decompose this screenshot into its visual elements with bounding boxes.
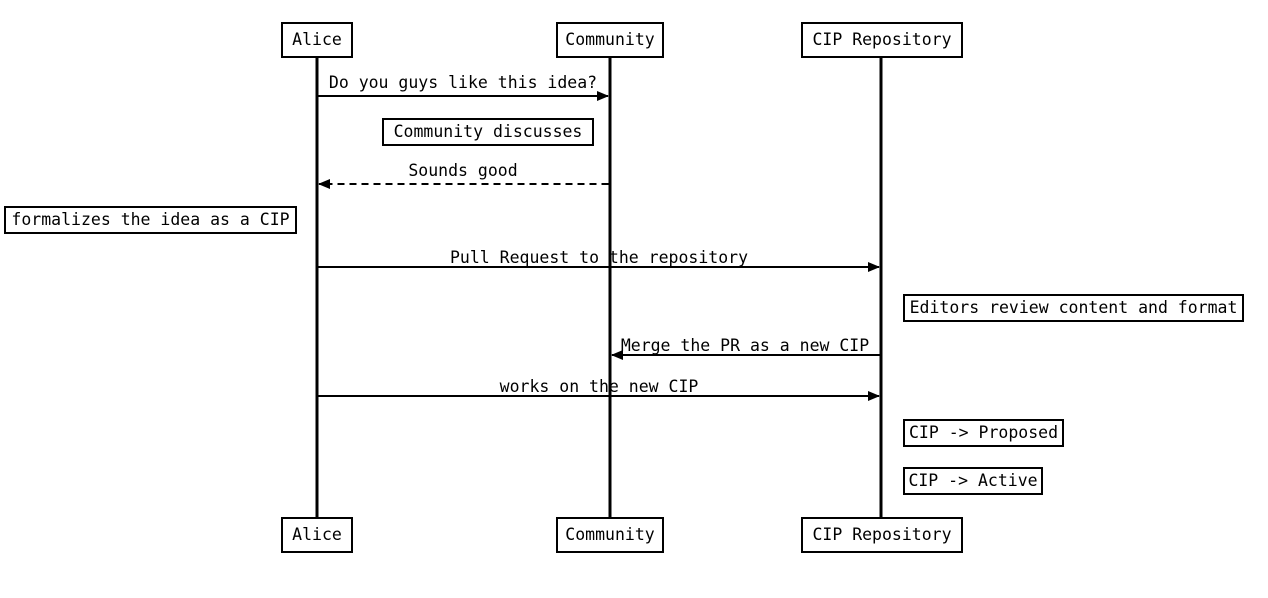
actor-label: Alice: [292, 524, 342, 544]
label-msg-like-idea: Do you guys like this idea?: [328, 73, 598, 92]
note-cip-proposed[interactable]: CIP -> Proposed: [903, 419, 1064, 447]
message-arrows-layer: [318, 91, 880, 401]
label-msg-sounds-good: Sounds good: [408, 161, 518, 180]
label-msg-pull-request: Pull Request to the repository: [449, 248, 749, 267]
actor-label: Community: [565, 29, 655, 49]
actor-label: Community: [565, 524, 655, 544]
label-msg-works-on-cip: works on the new CIP: [499, 377, 699, 396]
note-label: Community discusses: [393, 121, 583, 141]
actor-footer-alice[interactable]: Alice: [281, 517, 353, 553]
note-cip-active[interactable]: CIP -> Active: [903, 467, 1043, 495]
actor-footer-community[interactable]: Community: [556, 517, 664, 553]
actor-footer-repository[interactable]: CIP Repository: [801, 517, 963, 553]
actor-header-repository[interactable]: CIP Repository: [801, 22, 963, 58]
note-label: CIP -> Active: [908, 470, 1038, 490]
label-msg-merge-pr: Merge the PR as a new CIP: [620, 336, 870, 355]
note-label: CIP -> Proposed: [909, 422, 1059, 442]
actor-label: CIP Repository: [812, 524, 952, 544]
note-editors-review[interactable]: Editors review content and format: [903, 294, 1244, 322]
actor-header-alice[interactable]: Alice: [281, 22, 353, 58]
actor-label: Alice: [292, 29, 342, 49]
actor-label: CIP Repository: [812, 29, 952, 49]
note-label: formalizes the idea as a CIP: [11, 209, 290, 229]
note-community-discusses[interactable]: Community discusses: [382, 118, 594, 146]
lifelines-layer: [315, 58, 883, 517]
note-formalizes[interactable]: formalizes the idea as a CIP: [4, 206, 297, 234]
note-label: Editors review content and format: [909, 297, 1238, 317]
actor-header-community[interactable]: Community: [556, 22, 664, 58]
